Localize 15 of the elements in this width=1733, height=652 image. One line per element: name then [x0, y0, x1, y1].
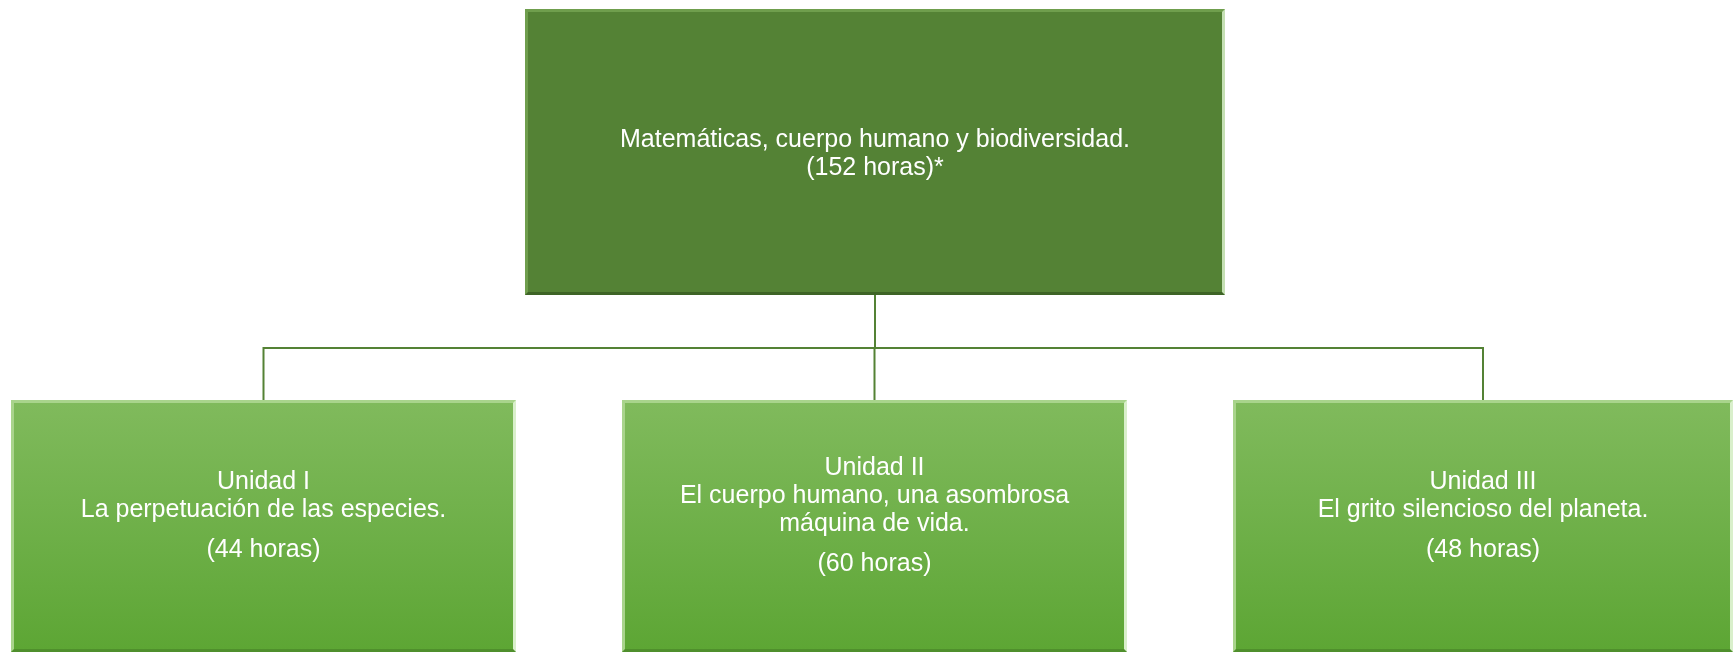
title-text: (152 horas)*: [806, 152, 944, 180]
unit-box: [11, 400, 516, 652]
title-text: Matemáticas, cuerpo humano y biodiversidad.: [620, 124, 1130, 152]
hours-text: (60 horas): [817, 548, 932, 576]
unit-description: El cuerpo humano, una asombrosa máquina de vida.: [678, 480, 1071, 536]
unit-description: La perpetuación de las especies.: [80, 494, 447, 522]
unit-box: [1233, 400, 1733, 652]
hours-text: (48 horas): [1426, 534, 1540, 562]
unit-heading: Unidad I: [216, 466, 311, 494]
unit-description: El grito silencioso del planeta.: [1317, 494, 1649, 522]
unit-heading: Unidad II: [824, 452, 925, 480]
unit-heading: Unidad III: [1429, 466, 1537, 494]
hours-text: (44 horas): [206, 534, 321, 562]
title-box: [525, 9, 1225, 295]
unit-box: [622, 400, 1127, 652]
